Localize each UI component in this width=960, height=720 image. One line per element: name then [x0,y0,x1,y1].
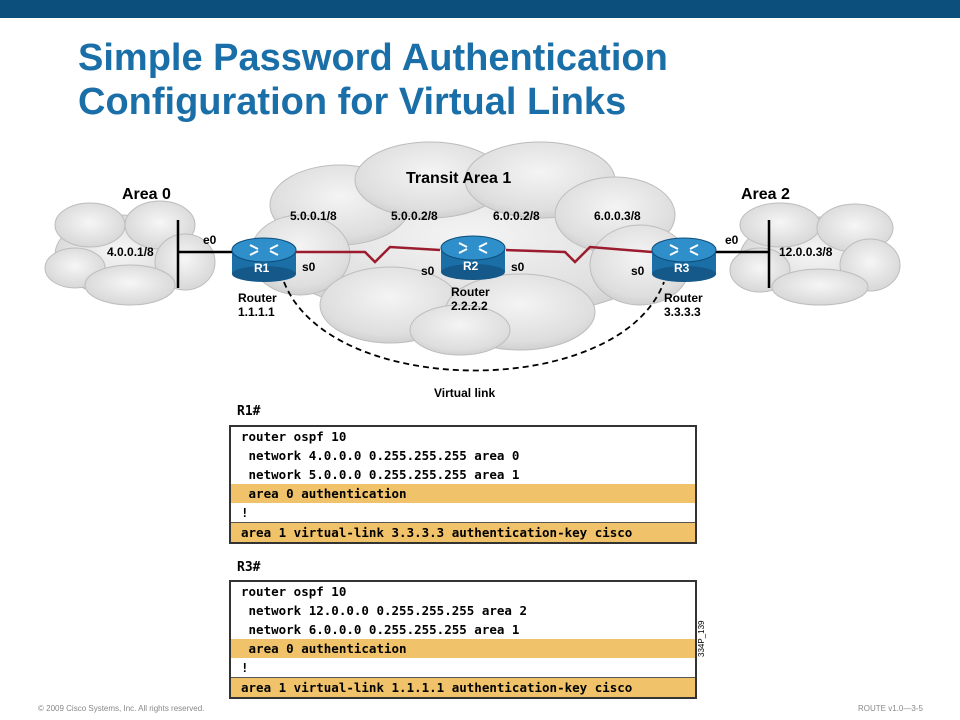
area2-label: Area 2 [741,186,790,203]
r2-s0-left-address: 5.0.0.2/8 [391,209,438,223]
router-r2-name: R2 [463,259,479,273]
router-r3-caption: Router [664,291,703,305]
router-r2-id: 2.2.2.2 [451,299,488,313]
config-line: network 12.0.0.0 0.255.255.255 area 2 [241,603,527,618]
course-page-footer: ROUTE v1.0—3-5 [858,704,923,713]
config-line: router ospf 10 [241,429,347,444]
router-r2-caption: Router [451,285,490,299]
config-line-highlighted: area 1 virtual-link 1.1.1.1 authenticati… [231,677,695,697]
config-line: network 4.0.0.0 0.255.255.255 area 0 [241,448,520,463]
r1-e0-interface: e0 [203,233,217,247]
r1-e0-address: 4.0.0.1/8 [107,245,154,259]
area0-label: Area 0 [122,186,171,203]
serial-link-r2-r3 [505,245,653,264]
virtual-link-label: Virtual link [434,386,495,400]
r1-config-header: R1# [237,404,261,419]
r3-s0-interface: s0 [631,264,645,278]
title-line-1: Simple Password Authentication [78,37,668,79]
area2-cloud [729,202,901,306]
serial-link-r1-r2 [296,245,441,264]
slide-title: Simple Password Authentication Configura… [78,36,938,124]
router-r3-name: R3 [674,261,690,275]
router-r3-id: 3.3.3.3 [664,305,701,319]
config-line-highlighted: area 0 authentication [231,639,695,658]
top-banner [0,0,960,18]
r2-s0-left-interface: s0 [421,264,435,278]
r3-config-box: router ospf 10 network 12.0.0.0 0.255.25… [229,580,697,699]
r3-e0-address: 12.0.0.3/8 [779,245,833,259]
r2-s0-right-address: 6.0.0.2/8 [493,209,540,223]
r1-config-box: router ospf 10 network 4.0.0.0 0.255.255… [229,425,697,544]
router-r1-icon [231,237,297,282]
router-r1-id: 1.1.1.1 [238,305,275,319]
config-line-highlighted: area 0 authentication [231,484,695,503]
r2-s0-right-interface: s0 [511,260,525,274]
r3-s0-address: 6.0.0.3/8 [594,209,641,223]
r1-s0-interface: s0 [302,260,316,274]
config-line: network 5.0.0.0 0.255.255.255 area 1 [241,467,520,482]
router-r2-icon [440,235,506,280]
config-line: network 6.0.0.0 0.255.255.255 area 1 [241,622,520,637]
r3-config-header: R3# [237,560,261,575]
router-r3-icon [651,237,717,282]
config-line: ! [241,660,249,675]
title-line-2: Configuration for Virtual Links [78,81,627,123]
r1-s0-address: 5.0.0.1/8 [290,209,337,223]
copyright-footer: © 2009 Cisco Systems, Inc. All rights re… [38,704,205,713]
transit-area-label: Transit Area 1 [406,170,511,187]
config-line-highlighted: area 1 virtual-link 3.3.3.3 authenticati… [231,522,695,542]
config-line: ! [241,505,249,520]
router-r1-name: R1 [254,261,270,275]
area0-cloud [44,200,216,306]
router-r1-caption: Router [238,291,277,305]
r3-e0-interface: e0 [725,233,739,247]
config-line: router ospf 10 [241,584,347,599]
figure-id: 334P_139 [697,620,706,657]
virtual-link-arc [283,281,665,372]
